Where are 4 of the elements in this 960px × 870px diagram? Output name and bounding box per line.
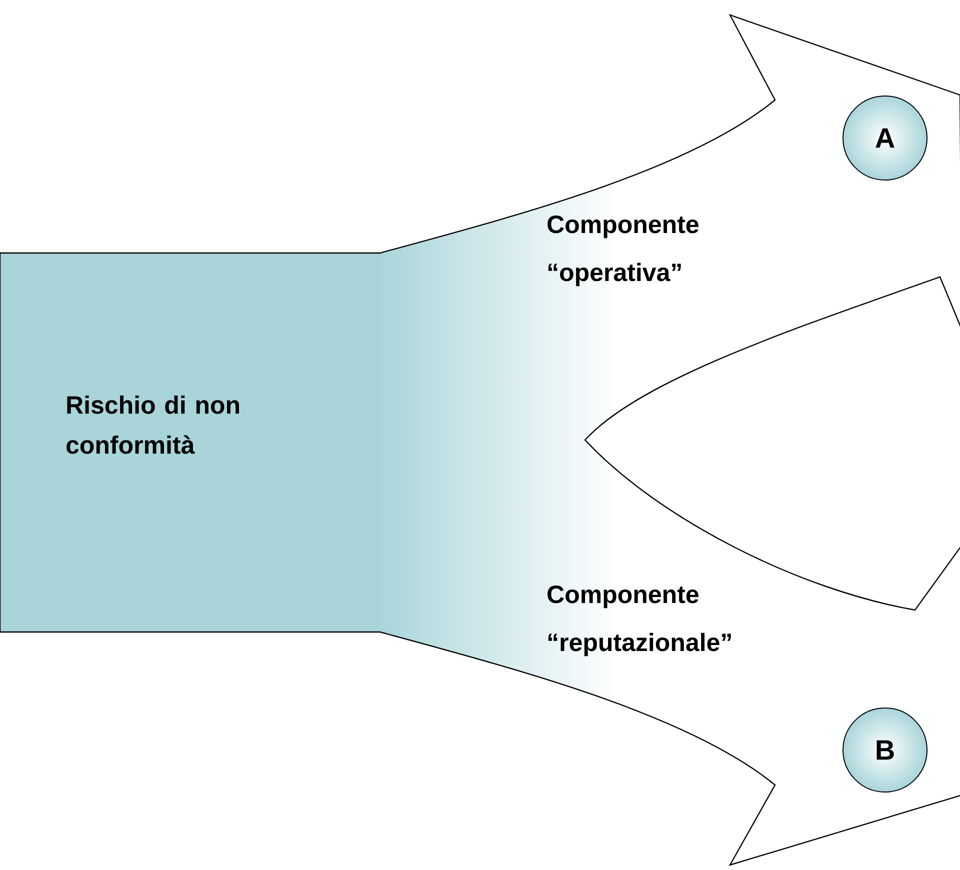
circle-badge: A — [842, 96, 928, 180]
component-label: Componente “reputazionale” — [548, 586, 731, 656]
circle-badge: B — [842, 708, 928, 792]
component-label: Componente “operativa” — [548, 216, 698, 286]
